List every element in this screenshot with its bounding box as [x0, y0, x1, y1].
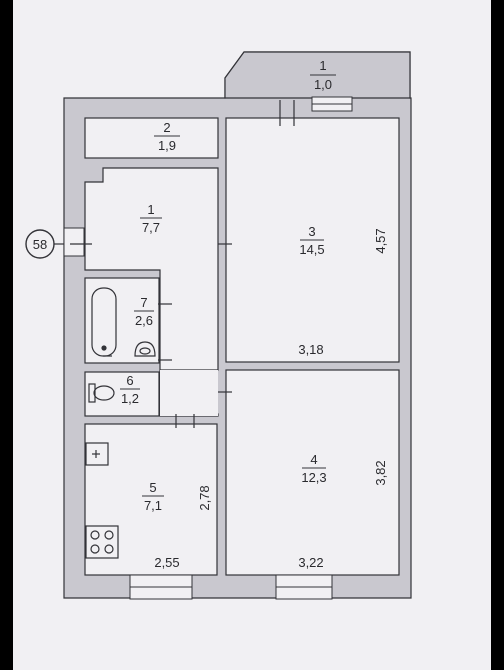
room-num-2: 2: [163, 120, 170, 135]
room-7: [84, 277, 160, 364]
room-area-5: 7,1: [144, 498, 162, 513]
room-num-5: 5: [149, 480, 156, 495]
room-6: [84, 371, 160, 417]
room-area-7: 2,6: [135, 313, 153, 328]
corridor: [160, 370, 218, 416]
sink-icon: [134, 341, 156, 357]
room-area-2: 1,9: [158, 138, 176, 153]
dim-room3-width: 3,18: [298, 342, 323, 357]
dim-room5-height: 2,78: [197, 485, 212, 510]
room-num-1: 1: [147, 202, 154, 217]
room-area-3: 14,5: [299, 242, 324, 257]
dim-room5-width: 2,55: [154, 555, 179, 570]
bathtub-icon: [91, 287, 117, 357]
room-area-6: 1,2: [121, 391, 139, 406]
window-left: [63, 227, 85, 257]
dim-room4-height: 3,82: [373, 460, 388, 485]
dim-room4-width: 3,22: [298, 555, 323, 570]
dim-room3-height: 4,57: [373, 228, 388, 253]
room-2: [84, 117, 219, 159]
room-labels: [120, 74, 336, 497]
room-num-4: 4: [310, 452, 317, 467]
room-area-balcony: 1,0: [314, 77, 332, 92]
kitchen-sink-icon: [85, 442, 109, 466]
marker-label: 58: [33, 237, 47, 252]
room-5: [84, 423, 218, 576]
marker-circle: [25, 229, 55, 259]
room-num-balcony: 1: [319, 58, 326, 73]
toilet-icon: [88, 383, 115, 403]
room-area-1: 7,7: [142, 220, 160, 235]
room-4: [225, 369, 400, 576]
room-area-4: 12,3: [301, 470, 326, 485]
room-num-3: 3: [308, 224, 315, 239]
room-num-6: 6: [126, 373, 133, 388]
stove-icon: [85, 525, 119, 559]
room-num-7: 7: [140, 295, 147, 310]
